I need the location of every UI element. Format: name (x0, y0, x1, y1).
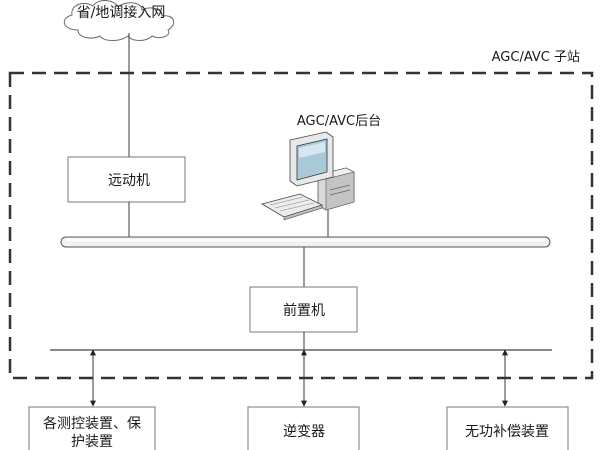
compensation-label: 无功补偿装置 (465, 424, 549, 440)
compensation-box (446, 406, 569, 450)
measure-control-device: 各测控装置、保 护装置 (28, 406, 156, 450)
substation-label: AGC/AVC 子站 (492, 50, 580, 65)
front-end-node: 前置机 (249, 286, 358, 333)
network-bus (60, 236, 551, 248)
measure-control-label-line1: 各测控装置、保 (43, 416, 141, 432)
front-end-label: 前置机 (283, 302, 325, 319)
cloud-network: 省/地调接入网 (63, 0, 175, 41)
front-end-box (249, 286, 358, 333)
rtu-box (67, 156, 186, 203)
measure-control-label-line2: 护装置 (71, 434, 113, 450)
rtu-node: 远动机 (67, 156, 186, 203)
compensation-device: 无功补偿装置 (446, 406, 569, 450)
inverter-label: 逆变器 (283, 424, 325, 440)
workstation-label: AGC/AVC后台 (297, 114, 381, 129)
inverter-box (247, 406, 360, 450)
cloud-label: 省/地调接入网 (77, 4, 166, 21)
inverter-device: 逆变器 (247, 406, 360, 450)
workstation-computer-icon (260, 131, 355, 221)
cloud-icon (63, 0, 175, 41)
rtu-label: 远动机 (108, 173, 150, 189)
measure-control-box (28, 406, 156, 450)
